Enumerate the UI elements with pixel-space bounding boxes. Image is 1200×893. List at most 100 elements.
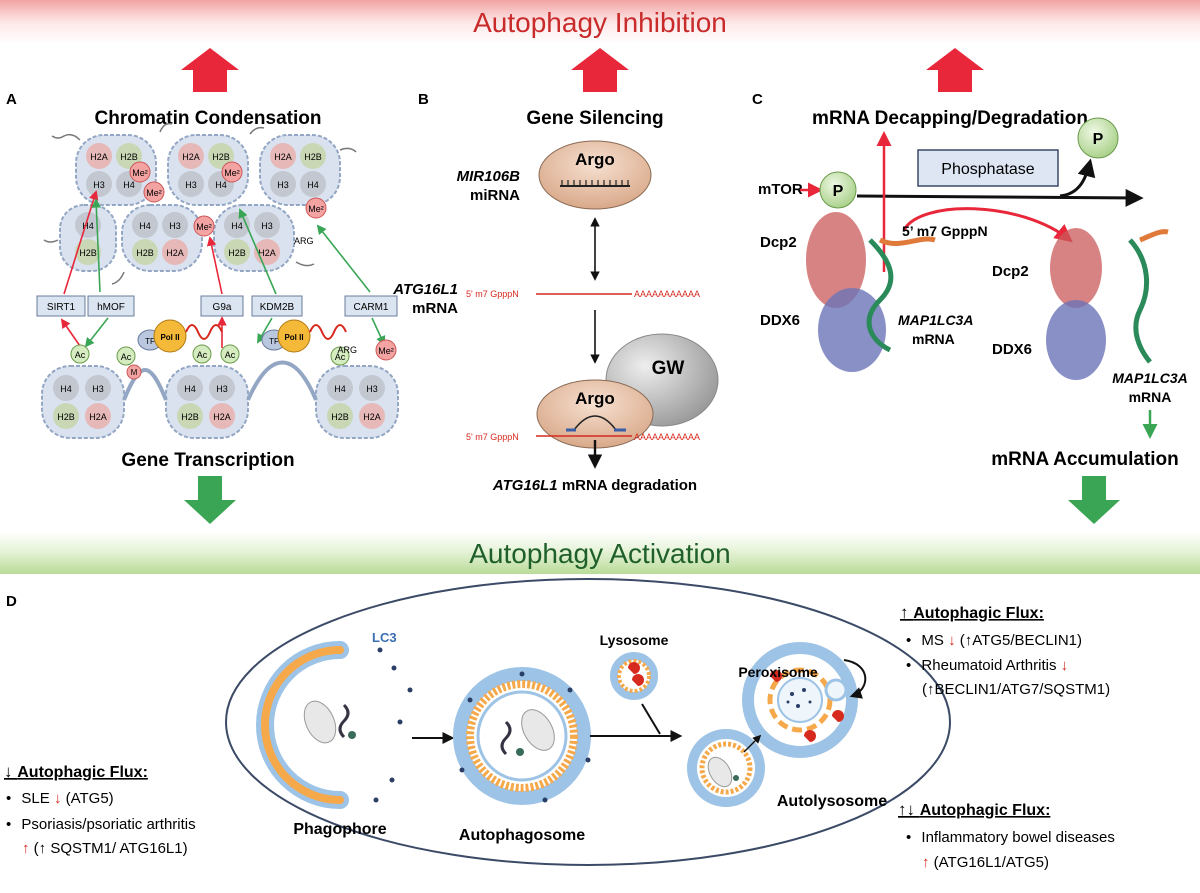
lysosome [610,652,658,700]
svg-text:H2A: H2A [166,248,184,258]
peroxisome-label: Peroxisome [738,664,818,680]
decreased-flux-list: ↓ Autophagic Flux: • SLE ↓ (ATG5) • Psor… [4,762,196,857]
autophagosome [453,667,591,805]
panel-d: D LC3 Phagophore Autophag [4,578,1115,871]
chromatin-condensation-label: Chromatin Condensation [95,108,322,129]
panel-c: C mRNA Decapping/Degradation Phosphatase… [752,91,1188,470]
enzyme-sirt1: SIRT1 [36,295,86,317]
increased-flux-list: ↑ Autophagic Flux: • MS ↓ (↑ATG5/BECLIN1… [900,603,1110,698]
cell-outline [225,578,951,866]
svg-text:GW: GW [652,358,685,379]
arg-label-top: ARG [294,236,314,246]
cap-label-b2: 5' m7 GpppN [466,432,519,442]
svg-text:P: P [1093,131,1104,148]
svg-text:H2B: H2B [120,152,138,162]
panel-b-letter: B [418,91,429,108]
open-nucleosome-3: H4 H3 H2B H2A [315,365,399,439]
mir106b-type: miRNA [470,187,520,204]
svg-text:H4: H4 [334,384,346,394]
svg-text:H4: H4 [60,384,72,394]
inhibition-banner: Autophagy Inhibition [0,0,1200,44]
svg-text:H3: H3 [92,384,104,394]
autolysosome [687,642,858,807]
svg-text:H2A: H2A [213,412,231,422]
svg-text:H2B: H2B [212,152,230,162]
green-down-arrows [184,476,1120,524]
lysosome-join-line [641,703,661,735]
lc3-label: LC3 [372,630,397,645]
mtor-label: mTOR [758,181,803,198]
phagophore [256,641,413,809]
red-up-arrow-c [926,48,984,92]
increased-flux-item-ra-detail: (↑BECLIN1/ATG7/SQSTM1) [922,681,1110,698]
activation-banner: Autophagy Activation [0,532,1200,574]
svg-text:H2B: H2B [331,412,349,422]
phosphatase-box: Phosphatase [917,149,1059,187]
enzyme-g9a: G9a [200,295,244,317]
svg-text:Argo: Argo [575,150,615,169]
decreased-flux-item-psoriasis: • Psoriasis/psoriatic arthritis [6,816,196,833]
svg-text:KDM2B: KDM2B [260,302,295,313]
svg-text:H2A: H2A [258,248,276,258]
cap-label-b1: 5' m7 GpppN [466,289,519,299]
svg-text:Ac: Ac [197,350,208,360]
increased-flux-item-ra: • Rheumatoid Arthritis ↓ [906,657,1068,674]
svg-text:Me²: Me² [196,222,212,232]
svg-text:H4: H4 [184,384,196,394]
svg-text:Me²: Me² [132,168,148,178]
phagophore-label: Phagophore [293,821,386,838]
svg-text:Phosphatase: Phosphatase [941,161,1035,178]
enzyme-kdm2b: KDM2B [251,295,303,317]
svg-text:Me²: Me² [224,168,240,178]
svg-text:H3: H3 [93,180,105,190]
polya-label-b2: AAAAAAAAAAA [634,432,700,442]
svg-text:H2B: H2B [304,152,322,162]
open-nucleosome-2: H4 H3 H2B H2A [165,365,249,439]
dcp2-label-released: Dcp2 [992,263,1029,280]
autolysosome-label: Autolysosome [777,793,887,810]
condensed-nucleosome-3: H2A H2B H3 H4 [259,134,341,206]
svg-text:Ac: Ac [335,352,346,362]
argo-mirna-complex: Argo [538,140,652,210]
svg-text:H2B: H2B [181,412,199,422]
svg-text:hMOF: hMOF [97,302,125,313]
condensed-nucleosome-6: H4 H2B [59,204,117,272]
svg-text:Me²: Me² [308,204,324,214]
arg-label-bottom: ARG [337,345,357,355]
svg-text:Me²: Me² [378,346,394,356]
condensed-nucleosome-5: H4 H3 H2B H2A [213,204,295,272]
increased-flux-title: ↑ Autophagic Flux: [900,603,1044,622]
svg-text:H2A: H2A [182,152,200,162]
mixed-flux-list: ↑↓ Autophagic Flux: • Inflammatory bowel… [898,800,1115,871]
decreased-flux-title: ↓ Autophagic Flux: [4,762,148,781]
ddx6-label-bound: DDX6 [760,312,800,329]
condensed-nucleosome-1: H2A H2B H3 H4 [75,134,157,206]
phosphate-bound: P [819,171,857,209]
svg-text:H2B: H2B [228,248,246,258]
inhibition-banner-text: Autophagy Inhibition [473,7,727,38]
transcription-complex-2: TF Pol II [261,319,347,353]
gene-silencing-label: Gene Silencing [526,108,663,129]
argo-gw-complex: GW Argo [536,333,719,449]
degradation-outcome: ATG16L1 mRNA degradation [492,477,697,494]
methyl-marks: Me² Me² Me² Me² Me² [129,161,327,237]
decreased-flux-item-psoriasis-detail: ↑ (↑ SQSTM1/ ATG16L1) [22,840,188,857]
phosphate-free: P [1077,117,1119,159]
svg-text:SIRT1: SIRT1 [47,302,76,313]
svg-text:H2A: H2A [90,152,108,162]
red-up-arrows [181,48,984,92]
svg-text:H2A: H2A [363,412,381,422]
dcp2-ddx6-bound-complex [806,212,936,372]
transcription-complex-1: TF Pol II [137,319,223,353]
dcp2-label-bound: Dcp2 [760,234,797,251]
svg-text:H4: H4 [307,180,319,190]
mrna-accumulation-label: mRNA Accumulation [991,449,1179,470]
svg-text:H3: H3 [185,180,197,190]
svg-text:Ac: Ac [75,350,86,360]
activation-banner-text: Autophagy Activation [469,538,731,569]
cap-label-c: 5’ m7 GpppN [902,223,988,239]
red-up-arrow-a [181,48,239,92]
svg-text:TF: TF [269,337,279,346]
dcp2-ddx6-released-complex [1046,228,1169,380]
